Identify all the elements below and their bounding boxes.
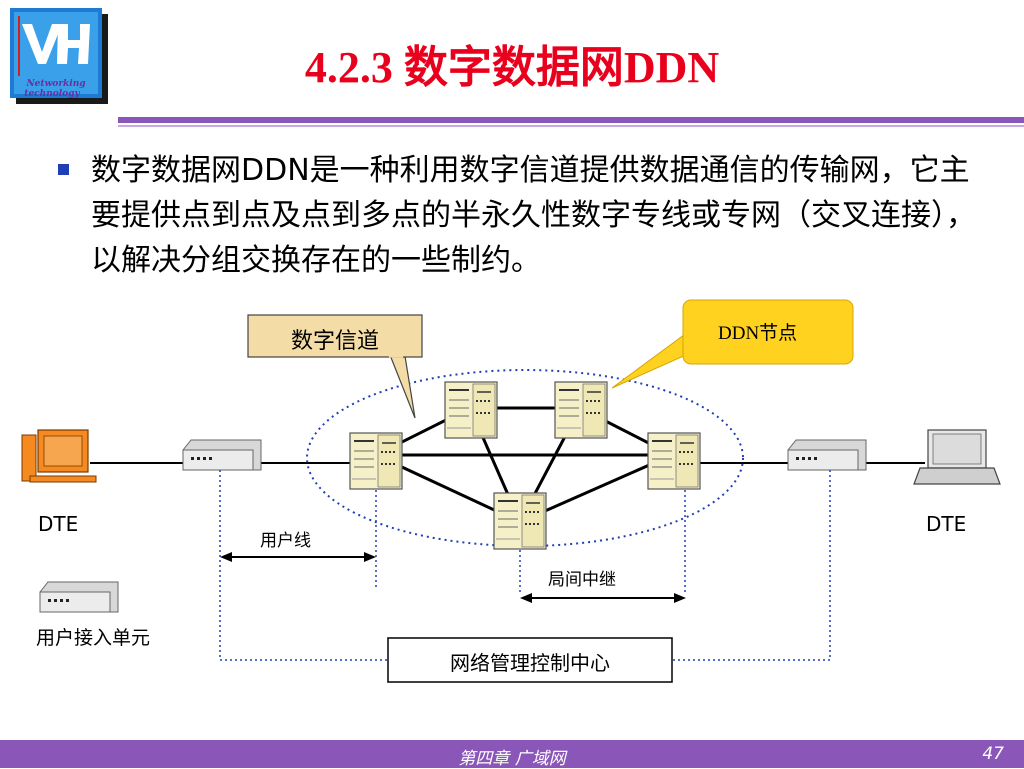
ddn-node-icon bbox=[444, 381, 498, 439]
slide-title: 4.2.3 数字数据网DDN bbox=[304, 43, 720, 92]
ddn-node-icon bbox=[493, 492, 547, 550]
title-divider bbox=[118, 117, 1024, 123]
user-line-label: 用户线 bbox=[260, 531, 311, 551]
ddn-diagram: 数字信道 DDN节点 DTE DTE 用户线 局间中继 用户接入单元 网络管理控… bbox=[0, 290, 1024, 730]
node-callout-label: DDN节点 bbox=[718, 323, 798, 344]
vh-logo: Networking technology bbox=[10, 8, 110, 106]
laptop-icon bbox=[913, 429, 1001, 485]
dte-left-label: DTE bbox=[38, 512, 79, 536]
bullet-square-icon bbox=[58, 164, 69, 175]
access-unit-legend-icon bbox=[39, 581, 119, 613]
node-callout bbox=[611, 299, 854, 389]
ddn-node-icon bbox=[349, 432, 403, 490]
nms-box bbox=[387, 637, 673, 683]
desktop-pc-icon bbox=[21, 429, 97, 483]
channel-callout bbox=[247, 314, 423, 419]
trunk-label: 局间中继 bbox=[548, 570, 616, 590]
title-divider-thin bbox=[118, 125, 1024, 127]
nms-label: 网络管理控制中心 bbox=[450, 651, 610, 675]
logo-text-1: Networking bbox=[25, 79, 85, 89]
ddn-node-icon bbox=[554, 381, 608, 439]
channel-callout-label: 数字信道 bbox=[290, 329, 379, 354]
page-number: 47 bbox=[982, 744, 1004, 764]
ddn-network-ellipse bbox=[306, 369, 744, 547]
bullet-paragraph: 数字数据网DDN是一种利用数字信道提供数据通信的传输网，它主要提供点到点及点到多… bbox=[91, 153, 976, 278]
access-unit-icon bbox=[182, 439, 262, 471]
footer-chapter: 第四章 广域网 bbox=[458, 749, 566, 769]
footer-bar: 第四章 广域网 47 bbox=[0, 740, 1024, 769]
access-unit-label: 用户接入单元 bbox=[36, 627, 151, 649]
access-unit-icon bbox=[787, 439, 867, 471]
logo-text-2: technology bbox=[24, 89, 80, 99]
ddn-node-icon bbox=[647, 432, 701, 490]
dte-right-label: DTE bbox=[926, 512, 967, 536]
